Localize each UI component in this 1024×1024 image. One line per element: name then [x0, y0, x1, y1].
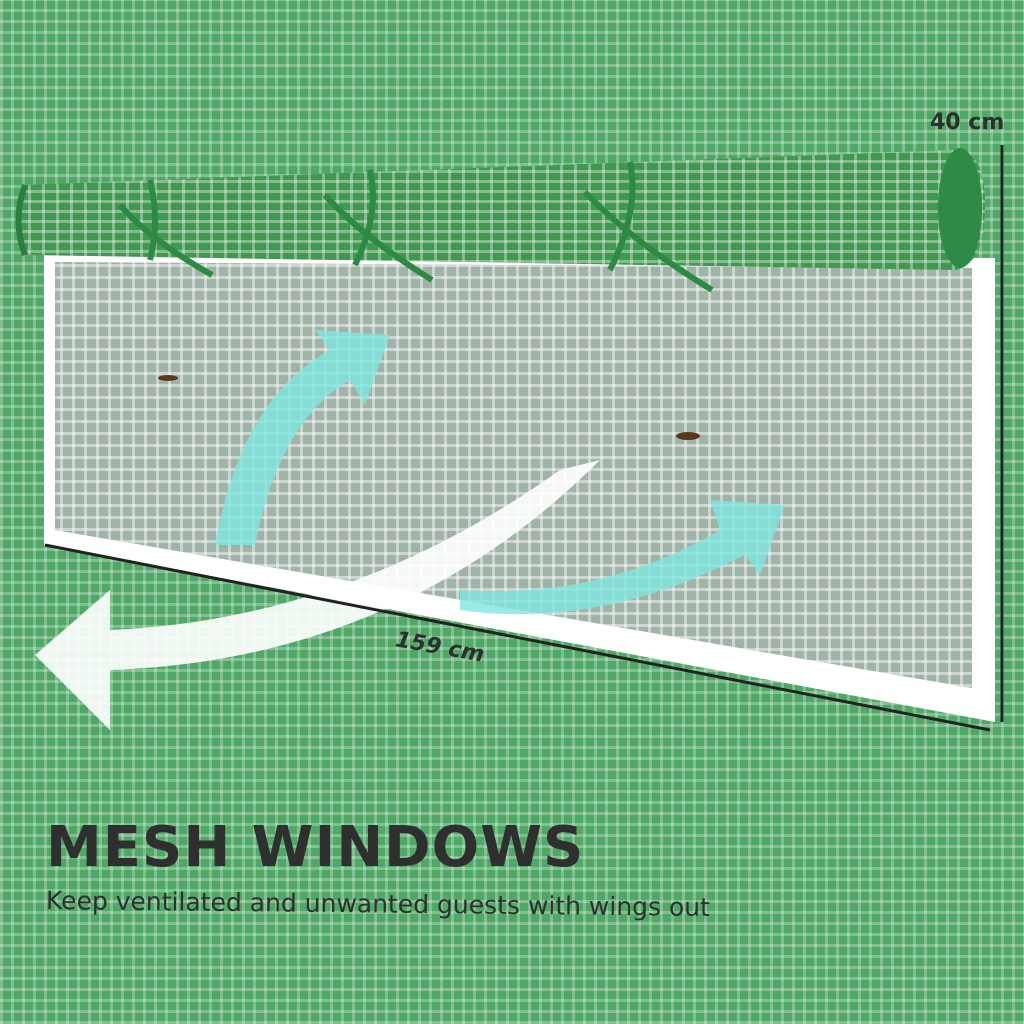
height-dimension-label: 40 cm — [930, 110, 1005, 135]
insects — [158, 375, 700, 440]
rolled-cover — [15, 148, 985, 270]
airflow-arrows — [35, 330, 785, 730]
tie-straps — [117, 161, 714, 293]
dimension-lines — [44, 145, 1004, 732]
headline: MESH WINDOWS — [46, 815, 585, 880]
window-frame — [44, 255, 995, 722]
